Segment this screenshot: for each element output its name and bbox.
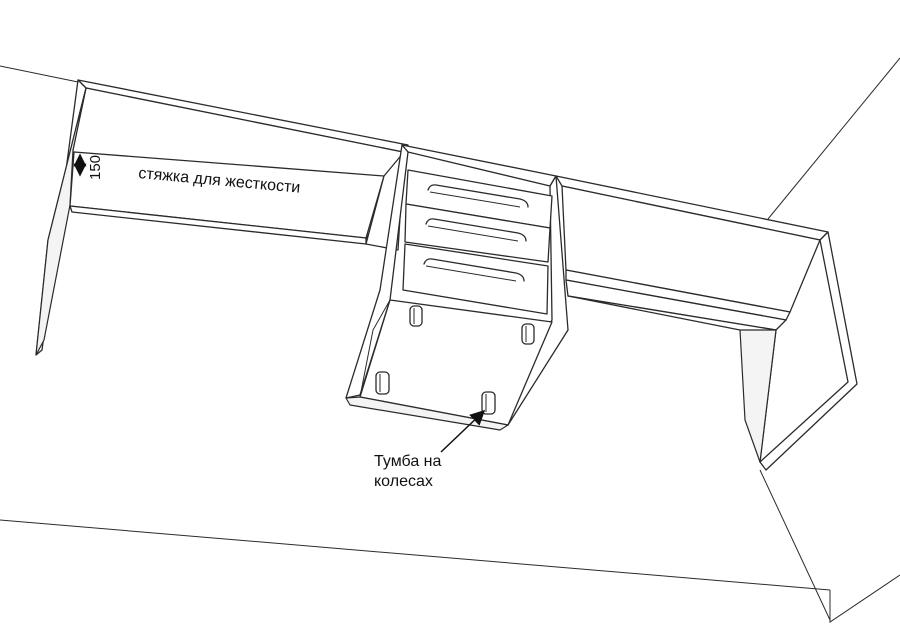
left-stiffening-brace [69,151,385,245]
wheel-front-right [481,391,496,415]
drawer-middle [404,203,551,263]
drawer-bottom [402,243,549,315]
right-tabletop [555,175,858,471]
wheel-back-left [409,305,423,327]
cabinet-bottom [345,299,553,431]
callout-label-line2: колесах [374,473,433,490]
callout-leader [440,409,486,453]
dimension-150-label: 150 [87,155,104,180]
dimension-150: 150 [73,153,104,180]
drawer-fronts [402,169,553,315]
right-stiffening-brace [565,279,787,463]
wheels [375,305,535,415]
wheel-back-right [521,323,535,345]
wheel-front-left [375,371,390,395]
callout-label-line1: Тумба на [374,453,441,470]
room-edges [0,57,900,623]
drawer-handles [423,184,529,282]
